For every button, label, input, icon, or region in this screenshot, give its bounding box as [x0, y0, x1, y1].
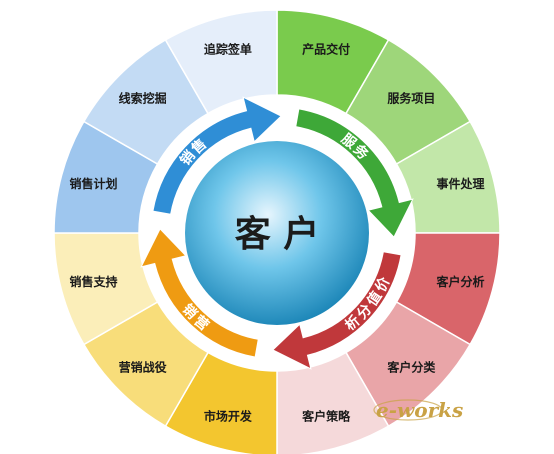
cycle-arrows — [140, 96, 414, 370]
segment-label-campaign: 营销战役 — [119, 359, 167, 374]
arrow-marketing — [140, 228, 259, 358]
eworks-logo: e-works — [373, 398, 463, 422]
segment-label-market-dev: 市场开发 — [204, 409, 253, 424]
segment-label-sales-support: 销售支持 — [69, 274, 117, 289]
segment-label-customer-class: 客户分类 — [386, 359, 436, 374]
segment-label-customer-strategy: 客户策略 — [301, 409, 351, 424]
center-label: 客 户 — [235, 214, 320, 255]
arrow-service — [295, 108, 414, 238]
segment-label-sales-plan: 销售计划 — [69, 176, 117, 191]
segment-customer-strategy — [276, 351, 390, 454]
segment-tracking-order — [164, 9, 278, 115]
segment-label-service-project: 服务项目 — [387, 91, 435, 106]
segment-label-lead-mining: 线索挖掘 — [119, 91, 167, 106]
segment-label-tracking-order: 追踪签单 — [204, 41, 252, 56]
arrow-value — [272, 251, 402, 370]
segment-label-customer-analysis: 客户分析 — [436, 274, 485, 289]
arrow-sales — [152, 96, 282, 215]
segment-label-product-delivery: 产品交付 — [302, 41, 350, 56]
center-circle — [185, 141, 369, 325]
segment-label-event-handling: 事件处理 — [437, 176, 485, 191]
outer-segments — [53, 9, 501, 454]
logo-text: e-works — [376, 398, 463, 422]
